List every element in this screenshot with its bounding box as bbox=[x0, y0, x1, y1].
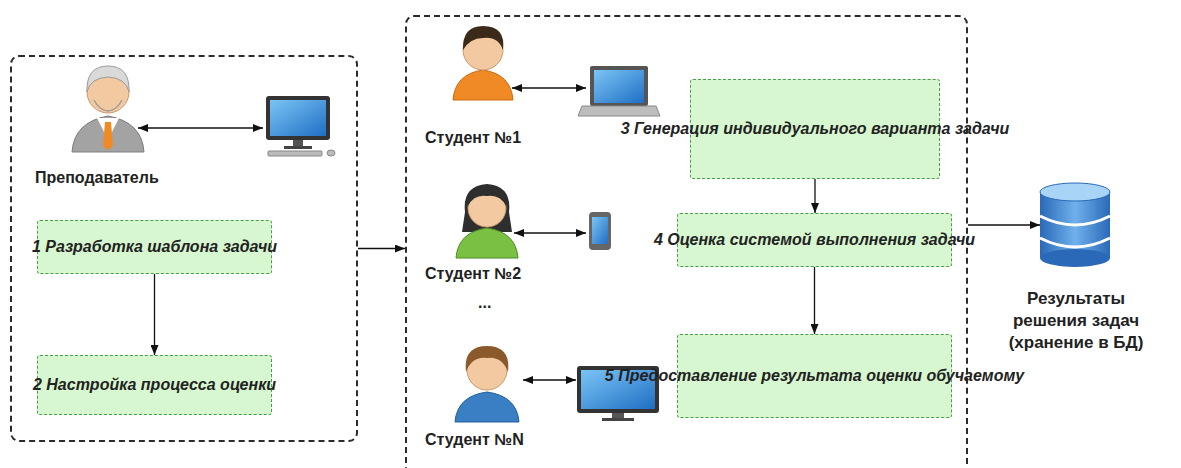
database-cylinder bbox=[1040, 238, 1110, 247]
student-icon bbox=[462, 184, 512, 232]
process-box: 4 Оценка системой выполнения задачи bbox=[677, 213, 952, 267]
double-arrow bbox=[138, 127, 263, 128]
actor-label: Студент №1 bbox=[425, 128, 521, 148]
desktop-computer bbox=[327, 150, 335, 156]
smartphone bbox=[592, 217, 608, 244]
step-label: 4 Оценка системой выполнения задачи bbox=[654, 230, 975, 250]
database-label: Результаты решения задач (хранение в БД) bbox=[991, 288, 1161, 354]
teacher-icon bbox=[87, 66, 129, 92]
flow-arrow bbox=[154, 274, 155, 355]
actor-label: Преподаватель bbox=[35, 168, 159, 188]
teacher-icon bbox=[72, 66, 144, 152]
process-box: 2 Настройка процесса оценки bbox=[37, 355, 272, 415]
database-cylinder bbox=[1040, 183, 1110, 267]
database-cylinder bbox=[1040, 183, 1110, 201]
flow-arrow bbox=[814, 179, 815, 213]
desktop-computer bbox=[266, 96, 330, 140]
actor-label: Студент №2 bbox=[425, 264, 521, 284]
process-box: 1 Разработка шаблона задачи bbox=[37, 220, 272, 274]
database-cylinder bbox=[1040, 249, 1110, 267]
student-icon bbox=[455, 346, 519, 422]
teacher-icon bbox=[94, 100, 122, 111]
student-icon bbox=[453, 70, 513, 100]
student-icon bbox=[468, 186, 506, 206]
laptop bbox=[578, 106, 660, 116]
step-label: 1 Разработка шаблона задачи bbox=[32, 237, 277, 257]
database: Результаты решения задач (хранение в БД) bbox=[1040, 183, 1112, 267]
step-label: 3 Генерация индивидуального варианта зад… bbox=[621, 119, 1010, 139]
student-icon bbox=[456, 228, 518, 258]
laptop bbox=[594, 70, 644, 103]
process-box: 3 Генерация индивидуального варианта зад… bbox=[690, 79, 940, 179]
desktop-computer bbox=[270, 100, 326, 136]
double-arrow bbox=[512, 87, 586, 88]
process-box: 5 Предоставление результата оценки обуча… bbox=[677, 334, 952, 418]
student-icon bbox=[453, 26, 513, 100]
laptop bbox=[590, 66, 648, 106]
laptop bbox=[578, 66, 660, 116]
student-icon bbox=[456, 184, 518, 258]
actor-region: Преподаватель 1 Разработка шаблона задачи… bbox=[10, 55, 358, 442]
step-label: 2 Настройка процесса оценки bbox=[33, 375, 276, 395]
desktop-computer bbox=[284, 146, 312, 149]
actor-region: Студент №1 Студент №2... Студент №N 3 Генер… bbox=[405, 15, 968, 468]
student-icon bbox=[455, 392, 519, 422]
student-icon bbox=[463, 26, 503, 50]
step-label: 5 Предоставление результата оценки обуча… bbox=[605, 366, 1024, 386]
double-arrow bbox=[514, 232, 586, 233]
database-cylinder bbox=[1040, 192, 1110, 258]
double-arrow bbox=[523, 379, 576, 380]
teacher-icon bbox=[103, 122, 113, 150]
desktop-computer bbox=[293, 140, 303, 147]
smartphone bbox=[589, 212, 611, 250]
ellipsis: ... bbox=[478, 293, 491, 313]
flow-arrow bbox=[968, 224, 1040, 225]
database-cylinder bbox=[1040, 216, 1110, 225]
desktop-computer bbox=[266, 96, 335, 156]
desktop-monitor bbox=[602, 418, 634, 421]
desktop-computer bbox=[268, 151, 322, 156]
smartphone bbox=[589, 212, 611, 250]
actor-label: Студент №N bbox=[425, 430, 524, 450]
flow-arrow bbox=[814, 267, 815, 334]
student-icon bbox=[466, 346, 509, 372]
flow-arrow bbox=[358, 248, 405, 249]
teacher-icon bbox=[72, 116, 144, 152]
